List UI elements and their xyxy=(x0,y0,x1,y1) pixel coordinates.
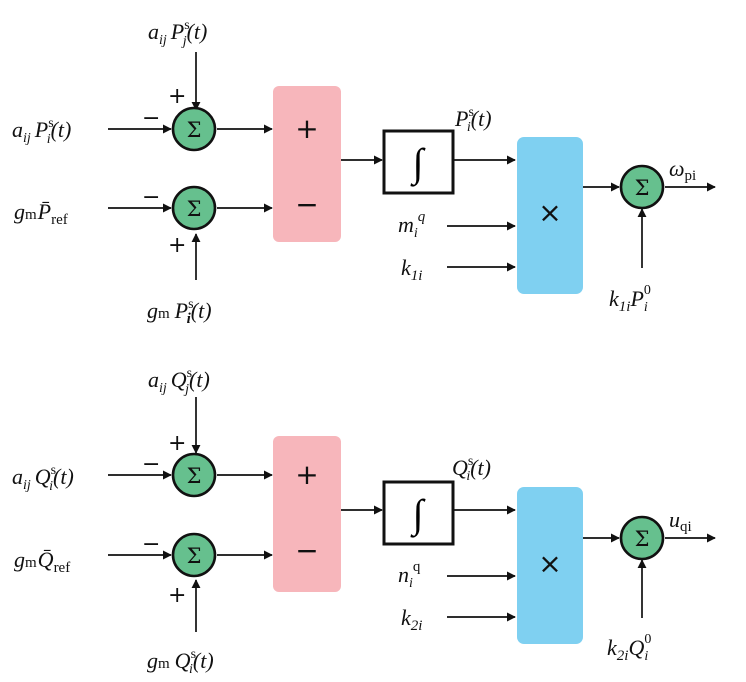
sigma-icon: Σ xyxy=(187,544,202,568)
label-q-mult-input-2: k2i xyxy=(401,605,422,634)
sign-plus-p-top: + xyxy=(168,84,186,109)
label-q-input-ref: gmQ̄ref xyxy=(14,547,70,576)
multiply-icon: × xyxy=(538,196,561,229)
label-p-input-ref: gmP̄ref xyxy=(14,199,68,228)
subtractor-block-p xyxy=(273,86,341,242)
sign-plus-q-top: + xyxy=(168,431,186,456)
sign-plus-q-bottom: + xyxy=(168,583,186,608)
sign-minus-p-ref: − xyxy=(142,185,160,210)
minus-icon: − xyxy=(295,534,318,567)
sign-minus-p-left: − xyxy=(142,106,160,131)
sigma-icon: Σ xyxy=(187,197,202,221)
sign-minus-q-left: − xyxy=(142,452,160,477)
multiplier-block-p xyxy=(517,137,583,294)
sum-junction-q3: Σ xyxy=(619,515,665,561)
sum-junction-p3: Σ xyxy=(619,164,665,210)
label-p-output: ωpi xyxy=(669,156,696,184)
multiplier-block-q xyxy=(517,487,583,644)
multiply-icon: × xyxy=(538,547,561,580)
sign-plus-p-bottom: + xyxy=(168,233,186,258)
integral-icon: ∫ xyxy=(410,491,427,538)
sigma-icon: Σ xyxy=(187,118,202,142)
sum-junction-q1: Σ xyxy=(171,452,217,498)
sum-junction-p1: Σ xyxy=(171,106,217,152)
plus-icon: + xyxy=(295,112,318,145)
sigma-icon: Σ xyxy=(187,464,202,488)
integrator-block-q xyxy=(382,480,455,546)
subtractor-block-q xyxy=(273,436,341,592)
label-q-output: uqi xyxy=(669,507,692,535)
sign-minus-q-ref: − xyxy=(142,532,160,557)
minus-icon: − xyxy=(295,188,318,221)
sum-junction-p2: Σ xyxy=(171,185,217,231)
label-q-mult-input-1: niq xyxy=(398,559,421,591)
sigma-icon: Σ xyxy=(635,527,650,551)
integrator-block-p xyxy=(382,129,455,195)
plus-icon: + xyxy=(295,458,318,491)
label-p-mult-input-1: miq xyxy=(398,209,426,241)
integral-icon: ∫ xyxy=(410,140,427,187)
sum-junction-q2: Σ xyxy=(171,532,217,578)
label-p-mult-input-2: k1i xyxy=(401,255,422,284)
sigma-icon: Σ xyxy=(635,176,650,200)
